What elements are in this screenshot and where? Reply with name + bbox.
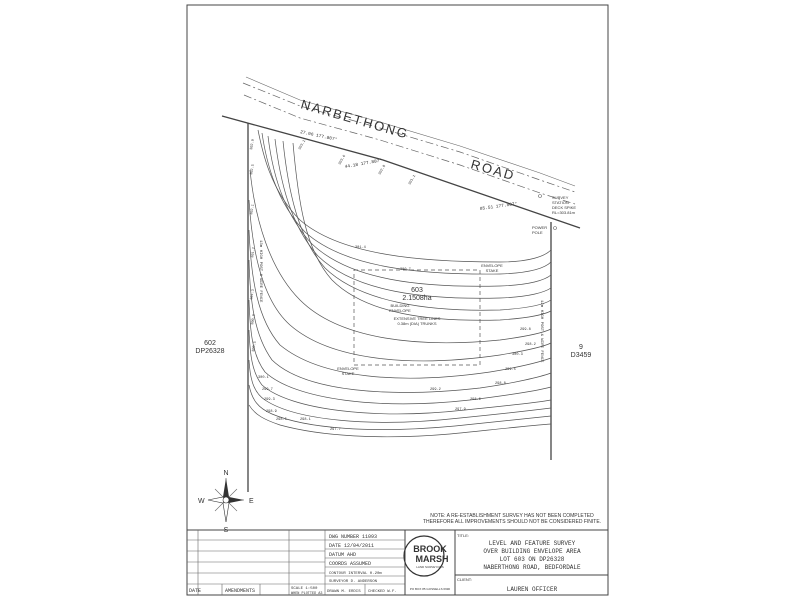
date-column-label: DATE — [189, 588, 201, 594]
spot-level: 303.2 — [298, 140, 307, 151]
drawing-title: LEVEL AND FEATURE SURVEY — [489, 540, 576, 547]
spot-level: 299.7 — [262, 388, 273, 392]
building-envelope — [353, 269, 481, 366]
contour-lines — [248, 129, 552, 438]
spot-level: 299.8 — [520, 328, 531, 332]
spot-level: 302.9 — [250, 139, 256, 150]
date-row: DATE 12/04/2011 — [329, 543, 374, 549]
spot-level: 300.1 — [258, 376, 269, 380]
spot-level: 297.7 — [330, 428, 341, 432]
spot-level: 300.5 — [252, 341, 258, 352]
drawing-title: OVER BUILDING ENVELOPE AREA — [483, 548, 581, 555]
svg-text:RL=303.81m: RL=303.81m — [552, 210, 576, 215]
spot-level: 301.1 — [408, 175, 417, 186]
spot-level: 300.3 — [512, 353, 523, 357]
dwg-number: DWG NUMBER 11093 — [329, 534, 377, 540]
building-envelope-label: ENVELOPE — [389, 308, 411, 313]
spot-level: 301.3 — [250, 289, 256, 300]
coords-row: COORDS ASSUMED — [329, 561, 371, 567]
lot-area: 2.1508ha — [402, 295, 431, 302]
svg-text:DECK SPIKE: DECK SPIKE — [552, 205, 576, 210]
svg-text:STATION: STATION — [552, 200, 569, 205]
spot-level: 298.1 — [300, 418, 311, 422]
spot-level: 298.6 — [470, 398, 481, 402]
checked-row: CHECKED W.F. — [368, 590, 397, 594]
surveyor-row: SURVEYOR D. ANDERSON — [329, 580, 378, 584]
spot-level: 302.1 — [250, 204, 256, 215]
svg-text:POLE: POLE — [532, 230, 543, 235]
power-pole: POWER POLE — [532, 225, 557, 235]
spot-levels: 302.9 302.5 302.1 301.7 301.3 300.9 300.5 300.1… — [250, 139, 536, 432]
bearing-label: 85.51 177.807° — [479, 201, 517, 212]
right-fence-label: 12m HIGH POST & WIRE FENCE — [539, 300, 543, 363]
title-label: TITLE: — [457, 533, 469, 538]
spot-level: 298.9 — [266, 410, 277, 414]
svg-text:POWER: POWER — [532, 225, 547, 230]
client-name: LAUREN OFFICER — [507, 586, 558, 593]
scale-note: WHEN PLOTTED A3 — [291, 592, 323, 596]
spot-level: 298.2 — [525, 343, 536, 347]
spot-level: 297.9 — [455, 408, 466, 412]
road-name-road: ROAD — [469, 156, 517, 183]
compass-e: E — [249, 498, 254, 505]
amendments-column-label: AMENDMENTS — [225, 588, 255, 594]
svg-text:BROOK: BROOK — [413, 544, 447, 554]
scale-label: SCALE 1:500 — [291, 587, 318, 591]
envelope-stake-label: ENVELOPE — [337, 366, 359, 371]
adjacent-lot-left-number: 602 — [204, 340, 216, 347]
datum-row: DATUM AHD — [329, 552, 356, 558]
client-label: CLIENT: — [457, 577, 472, 582]
building-envelope-label: BUILDING — [391, 303, 410, 308]
spot-level: 298.5 — [276, 418, 287, 422]
spot-level: 298.8 — [495, 382, 506, 386]
spot-level: 300.9 — [251, 314, 257, 325]
adjacent-lot-left-plan: DP26328 — [195, 348, 224, 355]
envelope-stake-label: STAKE — [486, 268, 499, 273]
adjacent-lot-right-plan: D3459 — [571, 352, 592, 359]
north-arrow: N S E W — [198, 470, 254, 534]
survey-station: SURVEY STATION DECK SPIKE RL=303.81m — [538, 194, 576, 215]
spot-level: 300.7 — [400, 268, 411, 272]
spot-level: 302.8 — [378, 165, 387, 176]
svg-text:PO BOX 85 GOSNELLS 6990: PO BOX 85 GOSNELLS 6990 — [410, 587, 451, 591]
contour-row: CONTOUR INTERVAL 0.20m — [329, 572, 382, 576]
lot-boundary — [221, 115, 581, 492]
spot-level: 301.4 — [355, 246, 366, 250]
drawing-title: LOT 603 ON DP26328 — [500, 556, 565, 563]
spot-level: 299.2 — [430, 388, 441, 392]
compass-n: N — [223, 470, 228, 477]
svg-text:MARSH: MARSH — [416, 554, 449, 564]
drawing-title: NABERTHONG ROAD, BEDFORDALE — [483, 564, 581, 571]
spot-level: 299.3 — [264, 398, 275, 402]
envelope-stake-label: STAKE — [342, 371, 355, 376]
spot-level: 302.5 — [250, 164, 256, 175]
tree-lines-label: 0.38m (DIA) TRUNKS — [397, 321, 436, 326]
drawn-row: DRAWN M. ERDIS — [327, 590, 361, 594]
firm-logo: BROOK MARSH LAND SURVEYORS PO BOX 85 GOS… — [403, 535, 451, 591]
survey-note: THEREFORE ALL IMPROVEMENTS SHOULD NOT BE… — [423, 519, 601, 525]
tree-lines-label: EXTENSIVE TREE LINES — [394, 316, 441, 321]
spot-level: 301.7 — [251, 247, 257, 258]
road-reserve-lines — [242, 76, 576, 205]
spot-level: 303.6 — [338, 155, 347, 166]
lot-number: 603 — [411, 287, 423, 294]
adjacent-lot-right-number: 9 — [579, 344, 583, 351]
svg-text:LAND SURVEYORS: LAND SURVEYORS — [416, 565, 444, 569]
bearing-label: 44.18 177.807° — [344, 157, 382, 169]
envelope-stake-label: ENVELOPE — [481, 263, 503, 268]
spot-level: 299.5 — [505, 368, 516, 372]
compass-w: W — [198, 498, 205, 505]
left-fence-label: 13m HIGH POST & WIRE FENCE — [258, 240, 262, 303]
survey-note: NOTE: A RE-ESTABLISHMENT SURVEY HAS NOT … — [430, 513, 594, 519]
svg-text:SURVEY: SURVEY — [552, 195, 569, 200]
